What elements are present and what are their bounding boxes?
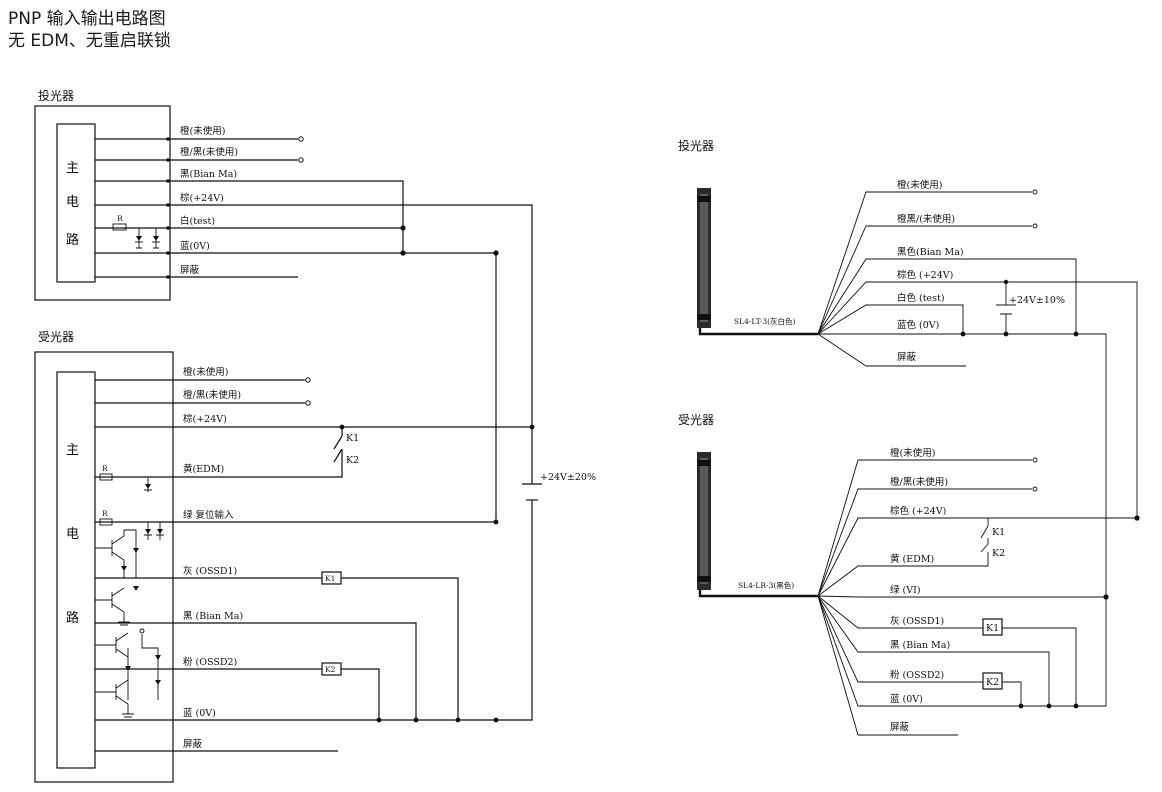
right-receiver-coil-k2-label: K2 [986,677,999,688]
left-emitter-wire-2: 橙/黑(未使用) [180,146,238,158]
right-receiver-relay-k2: K2 [992,548,1005,559]
right-emitter-wire-3: 黑色(Bian Ma) [897,246,964,258]
left-receiver-coil-k2-label: K2 [325,665,336,674]
left-emitter-resistor-label: R [117,214,123,223]
left-receiver-relay-k2: K2 [346,455,359,466]
left-receiver: 受光器 主 电 路 K1 K2 K1 K2 [34,330,596,783]
title-line-1: PNP 输入输出电路图 [8,9,166,29]
right-receiver-wire-1: 橙(未使用) [890,447,935,459]
left-emitter-wire-4: 棕(+24V) [180,192,224,204]
left-emitter-resistor [112,223,127,231]
left-receiver-wire-10: 屏蔽 [183,738,203,750]
left-emitter-label: 投光器 [38,88,74,103]
left-emitter-wire-6: 蓝(0V) [180,240,210,252]
left-emitter-wire-7: 屏蔽 [180,264,200,276]
right-receiver-wire-9: 蓝 (0V) [890,693,923,705]
diagram-title: PNP 输入输出电路图 无 EDM、无重启联锁 [8,8,171,52]
left-receiver-coil-k1-label: K1 [325,574,335,583]
left-emitter-wire-3: 黑(Bian Ma) [180,169,237,180]
right-receiver-wire-10: 屏蔽 [890,721,910,733]
right-receiver-relay-k1: K1 [992,527,1005,538]
right-emitter-wire-6: 蓝色 (0V) [897,319,939,331]
right-receiver-coil-k1-label: K1 [986,623,999,634]
right-receiver-wire-8: 粉 (OSSD2) [890,669,944,681]
right-emitter-label: 投光器 [678,138,714,153]
left-receiver-resistor-label-1: R [102,464,108,473]
left-receiver-box [34,351,174,783]
right-emitter-wire-7: 屏蔽 [897,351,917,363]
left-receiver-main-char-3: 路 [66,610,79,626]
left-receiver-label: 受光器 [38,330,74,344]
left-receiver-wire-8: 粉 (OSSD2) [183,656,237,668]
right-receiver-coil-k2 [982,672,1003,690]
right-emitter-wire-2: 橙黑/(未使用) [897,213,955,225]
right-receiver-wire-2: 橙/黑(未使用) [890,476,948,488]
right-receiver-wire-5: 绿 (VI) [890,584,921,596]
right-emitter: 投光器 SL4-LT-3(灰白色) +24V±10% 橙(未使用) 橙黑/(未使… [678,138,1138,597]
right-receiver-wire-6: 灰 (OSSD1) [890,615,944,627]
left-receiver-coil-k1 [321,571,342,585]
right-emitter-supply-label: +24V±10% [1009,295,1065,306]
right-receiver: 受光器 SL4-LR-3(黑色) K1 K2 K1 K2 [678,413,1140,736]
left-emitter-wire-1: 橙(未使用) [180,125,225,137]
left-receiver-main-char-2: 电 [66,527,79,542]
left-receiver-wire-2: 橙/黑(未使用) [183,389,241,401]
left-receiver-wire-4: 黄(EDM) [183,463,224,475]
left-receiver-main-block [56,371,96,769]
left-receiver-wire-7: 黑 (Bian Ma) [183,611,243,622]
right-emitter-wire-5: 白色 (test) [897,292,945,304]
left-emitter-wire-5: 白(test) [180,215,215,227]
left-emitter-main-block [56,123,96,283]
left-receiver-wire-6: 灰 (OSSD1) [183,565,237,577]
right-receiver-cable-label: SL4-LR-3(黑色) [738,580,794,590]
right-emitter-wire-1: 橙(未使用) [897,179,942,191]
left-emitter-main-char-2: 电 [66,195,79,210]
left-receiver-wire-5: 绿 复位输入 [183,509,234,521]
right-receiver-wire-3: 棕色 (+24V) [890,505,946,517]
right-receiver-wire-7: 黑 (Bian Ma) [890,640,950,651]
left-emitter-main-char-3: 路 [66,232,79,248]
right-receiver-label: 受光器 [678,413,714,427]
left-emitter-box [34,105,171,301]
right-emitter-wire-4: 棕色 (+24V) [897,269,953,281]
left-receiver-wire-9: 蓝 (0V) [183,707,216,719]
left-receiver-relay-k1: K1 [346,433,359,444]
left-receiver-coil-k2 [321,662,342,676]
left-receiver-resistor-label-2: R [102,509,108,518]
left-receiver-wire-1: 橙(未使用) [183,366,228,378]
left-receiver-wire-3: 棕(+24V) [183,413,227,425]
left-supply-label: +24V±20% [540,472,596,483]
title-line-2: 无 EDM、无重启联锁 [8,31,171,51]
right-receiver-coil-k1 [982,618,1003,636]
right-receiver-wire-4: 黄 (EDM) [890,553,934,565]
left-emitter-main-char-1: 主 [66,161,79,176]
right-emitter-cable-label: SL4-LT-3(灰白色) [734,316,796,326]
left-receiver-main-char-1: 主 [66,443,79,458]
left-emitter: 投光器 主 电 路 橙(未使用) 橙/黑(未使用) 黑(Bian Ma) 棕(+… [34,88,533,522]
